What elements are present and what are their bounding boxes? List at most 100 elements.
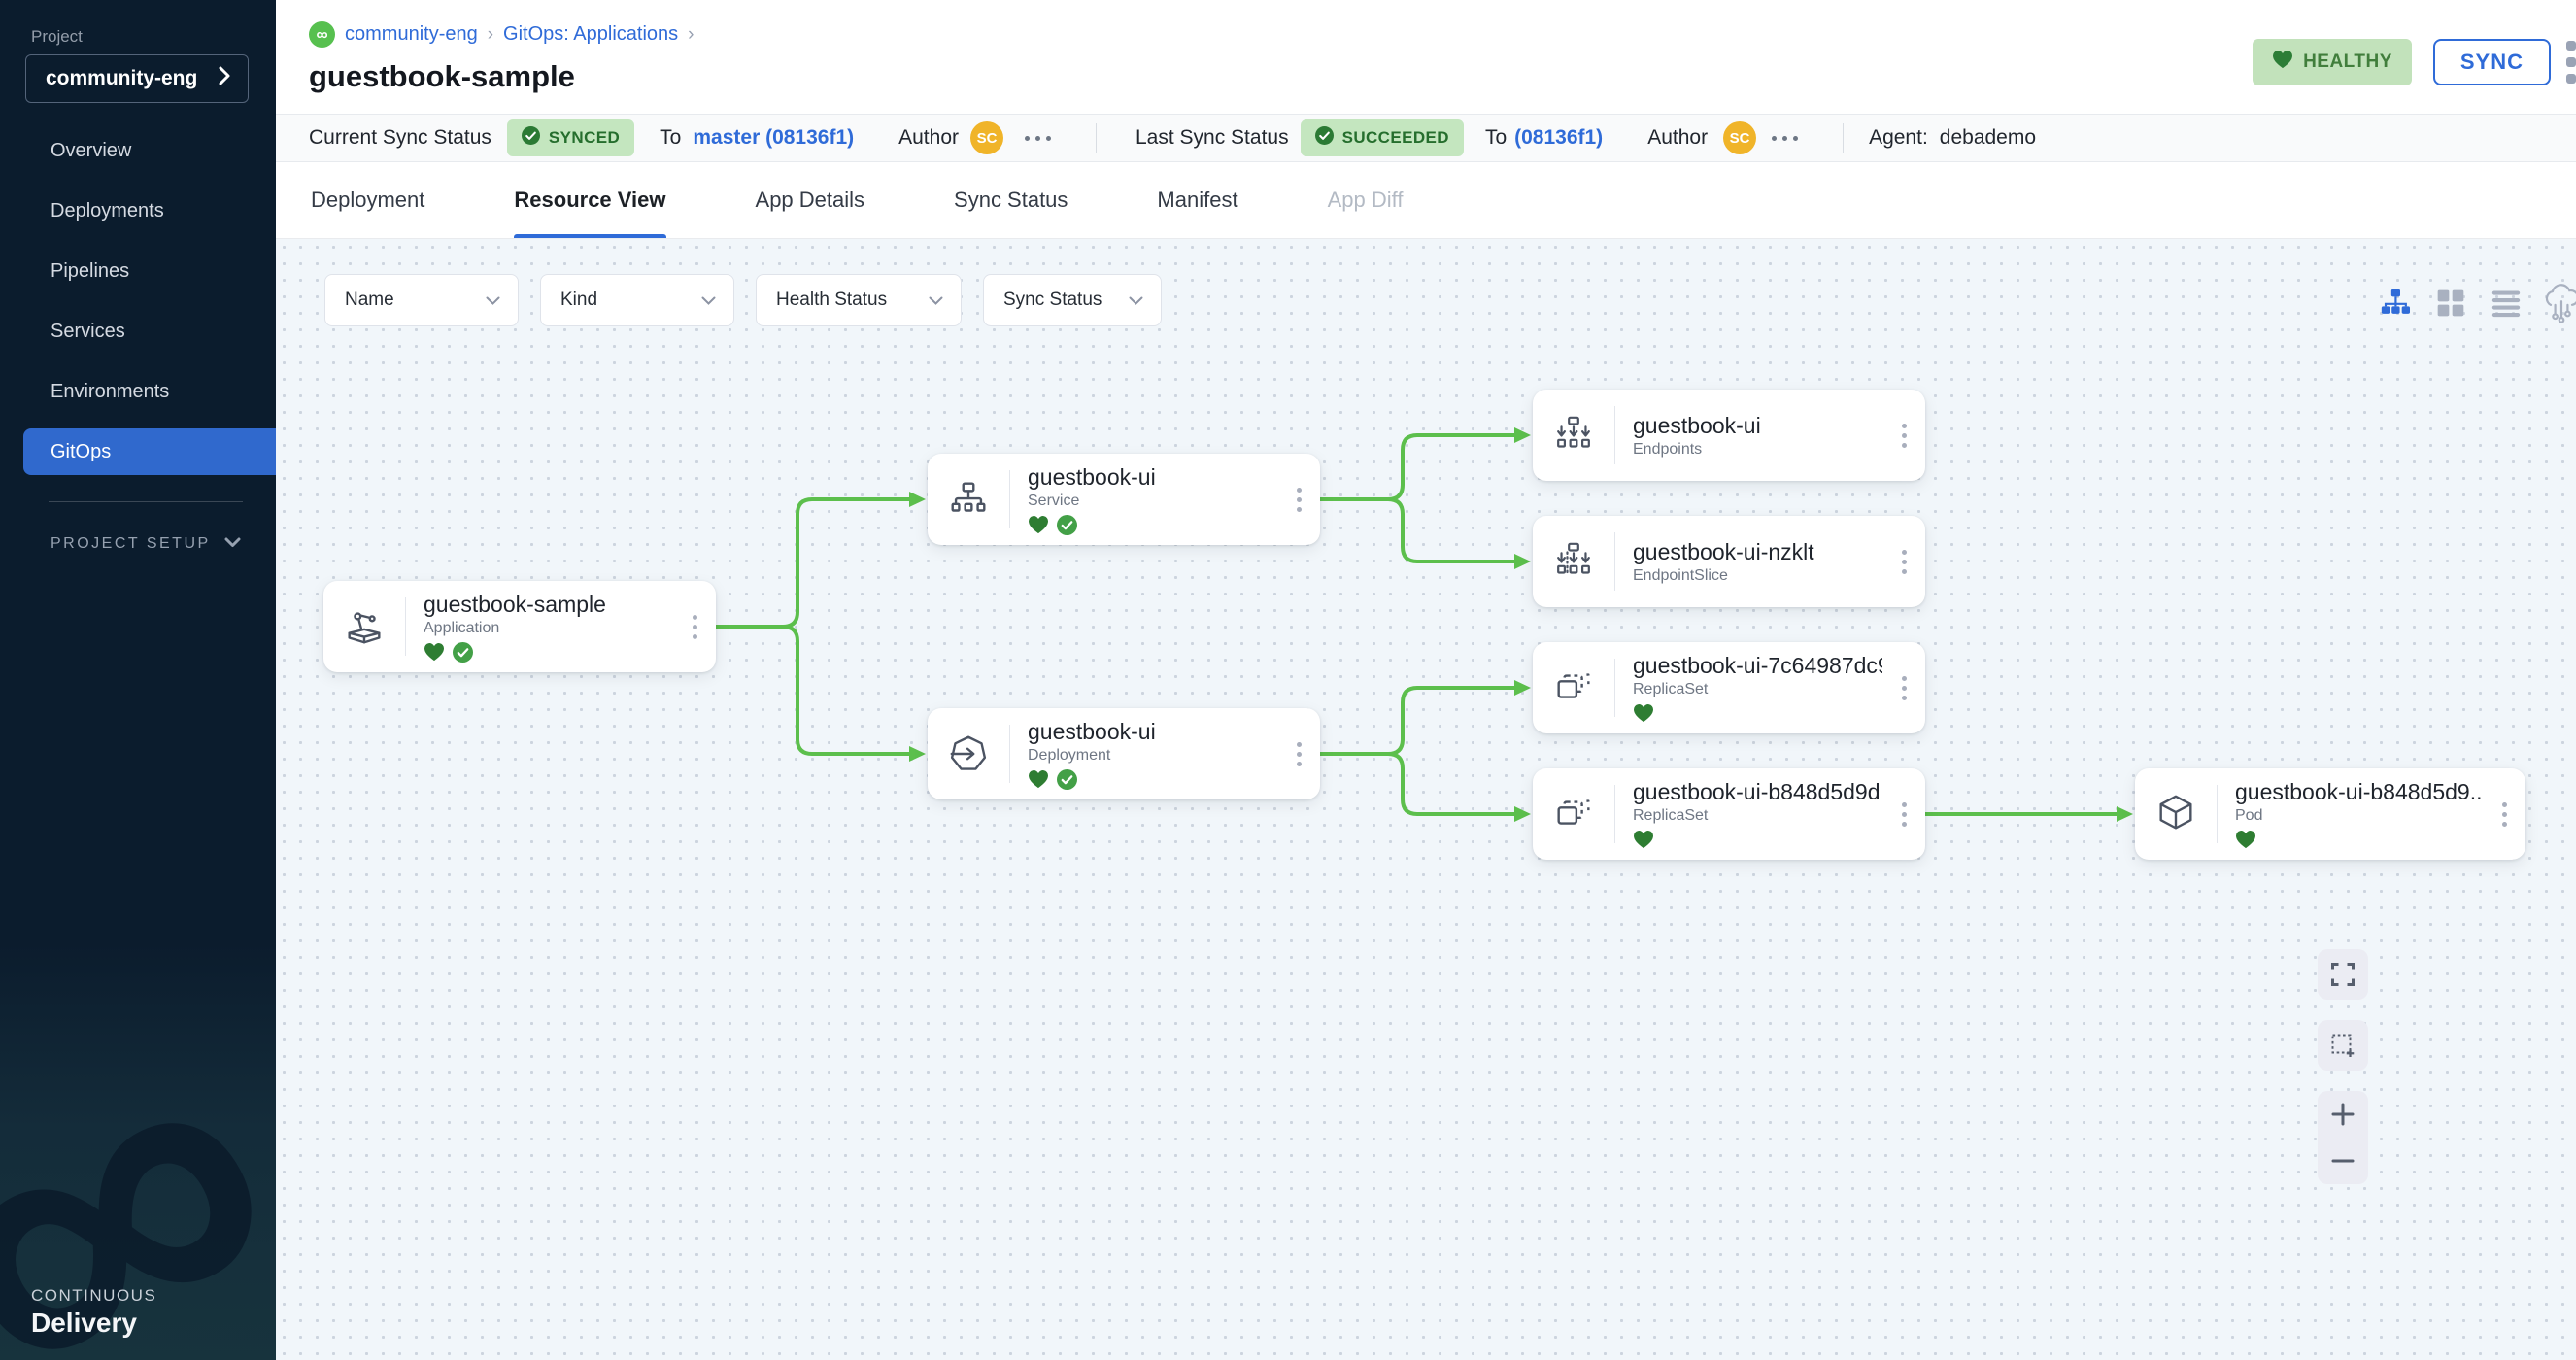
filter-health-status-label: Health Status bbox=[776, 289, 887, 311]
replicaset-icon bbox=[1533, 665, 1614, 710]
node-name: guestbook-ui-7c64987dc9 bbox=[1633, 653, 1882, 678]
fullscreen-button[interactable] bbox=[2318, 949, 2368, 1000]
header-actions: HEALTHY SYNC bbox=[2253, 39, 2551, 85]
sidebar-nav: Overview Deployments Pipelines Services … bbox=[0, 120, 276, 482]
succeeded-badge-label: SUCCEEDED bbox=[1342, 128, 1449, 148]
pod-icon bbox=[2135, 792, 2217, 836]
page-title: guestbook-sample bbox=[309, 59, 2576, 94]
current-sync-status-label: Current Sync Status bbox=[309, 126, 491, 150]
healthy-heart-icon bbox=[1028, 515, 1049, 534]
project-setup-toggle[interactable]: PROJECT SETUP bbox=[51, 525, 241, 563]
current-revision-link[interactable]: master (08136f1) bbox=[693, 126, 854, 150]
node-replicaset-1[interactable]: guestbook-ui-7c64987dc9 ReplicaSet bbox=[1533, 642, 1925, 733]
sidebar: Project community-eng Overview Deploymen… bbox=[0, 0, 276, 1360]
node-menu-icon[interactable] bbox=[1277, 488, 1320, 512]
healthy-heart-icon bbox=[2235, 830, 2256, 849]
chevron-down-icon bbox=[1129, 289, 1143, 311]
grid-view-icon[interactable] bbox=[2429, 282, 2472, 324]
node-body: guestbook-ui-b848d5d9d ReplicaSet bbox=[1615, 779, 1882, 849]
node-name: guestbook-ui bbox=[1028, 719, 1277, 744]
sidebar-item-overview[interactable]: Overview bbox=[0, 120, 276, 181]
node-endpoints[interactable]: guestbook-ui Endpoints bbox=[1533, 390, 1925, 481]
more-authors-icon[interactable] bbox=[1025, 136, 1051, 141]
synced-check-icon bbox=[1057, 769, 1077, 790]
filter-kind-dropdown[interactable]: Kind bbox=[540, 274, 734, 326]
node-menu-icon[interactable] bbox=[2483, 802, 2525, 827]
sidebar-item-deployments[interactable]: Deployments bbox=[0, 181, 276, 241]
filter-name-dropdown[interactable]: Name bbox=[324, 274, 519, 326]
project-selector[interactable]: community-eng bbox=[25, 54, 249, 103]
filter-name-label: Name bbox=[345, 289, 394, 311]
node-body: guestbook-sample Application bbox=[406, 592, 673, 662]
more-authors-icon[interactable] bbox=[1772, 136, 1798, 141]
sidebar-divider bbox=[49, 501, 243, 502]
list-view-icon[interactable] bbox=[2485, 282, 2527, 324]
synced-badge-label: SYNCED bbox=[549, 128, 620, 148]
breadcrumb-project-link[interactable]: community-eng bbox=[345, 23, 478, 46]
last-sync-status-label: Last Sync Status bbox=[1135, 126, 1289, 150]
tab-manifest[interactable]: Manifest bbox=[1157, 162, 1237, 238]
node-menu-icon[interactable] bbox=[1882, 676, 1925, 700]
sync-button[interactable]: SYNC bbox=[2433, 39, 2551, 85]
breadcrumb: ∞ community-eng › GitOps: Applications › bbox=[309, 21, 2576, 48]
node-kind: Deployment bbox=[1028, 747, 1277, 765]
health-status-badge: HEALTHY bbox=[2253, 39, 2412, 85]
node-menu-icon[interactable] bbox=[1277, 742, 1320, 766]
project-setup-label: PROJECT SETUP bbox=[51, 535, 211, 553]
node-menu-icon[interactable] bbox=[1882, 802, 1925, 827]
node-status bbox=[2235, 830, 2483, 849]
breadcrumb-separator: › bbox=[688, 24, 694, 46]
node-replicaset-2[interactable]: guestbook-ui-b848d5d9d ReplicaSet bbox=[1533, 768, 1925, 860]
tab-deployment[interactable]: Deployment bbox=[311, 162, 424, 238]
sidebar-item-environments[interactable]: Environments bbox=[0, 361, 276, 422]
node-deployment[interactable]: guestbook-ui Deployment bbox=[928, 708, 1320, 799]
node-body: guestbook-ui Deployment bbox=[1010, 719, 1277, 789]
selection-button[interactable] bbox=[2318, 1020, 2368, 1071]
node-service[interactable]: guestbook-ui Service bbox=[928, 454, 1320, 545]
node-status bbox=[424, 642, 673, 662]
author-avatar[interactable]: SC bbox=[970, 121, 1003, 154]
node-endpointslice[interactable]: guestbook-ui-nzklt EndpointSlice bbox=[1533, 516, 1925, 607]
synced-check-icon bbox=[453, 642, 473, 663]
filter-sync-status-dropdown[interactable]: Sync Status bbox=[983, 274, 1162, 326]
filter-health-status-dropdown[interactable]: Health Status bbox=[756, 274, 962, 326]
module-brand: CONTINUOUS Delivery bbox=[31, 1286, 156, 1339]
node-pod[interactable]: guestbook-ui-b848d5d9... Pod bbox=[2135, 768, 2525, 860]
divider bbox=[1096, 123, 1097, 153]
sidebar-item-gitops[interactable]: GitOps bbox=[23, 428, 276, 475]
sidebar-item-services[interactable]: Services bbox=[0, 301, 276, 361]
node-kind: Pod bbox=[2235, 807, 2483, 825]
breadcrumb-applications-link[interactable]: GitOps: Applications bbox=[503, 23, 678, 46]
author-avatar[interactable]: SC bbox=[1723, 121, 1756, 154]
chevron-down-icon bbox=[929, 289, 943, 311]
tab-sync-status[interactable]: Sync Status bbox=[954, 162, 1068, 238]
last-revision-link[interactable]: (08136f1) bbox=[1514, 126, 1603, 150]
node-body: guestbook-ui-b848d5d9... Pod bbox=[2218, 779, 2483, 849]
node-application[interactable]: guestbook-sample Application bbox=[323, 581, 716, 672]
sidebar-item-pipelines[interactable]: Pipelines bbox=[0, 241, 276, 301]
last-to-label: To bbox=[1485, 126, 1507, 150]
tab-app-details[interactable]: App Details bbox=[756, 162, 865, 238]
healthy-heart-icon bbox=[1633, 703, 1654, 723]
node-menu-icon[interactable] bbox=[673, 615, 716, 639]
zoom-out-button[interactable] bbox=[2318, 1138, 2368, 1184]
divider bbox=[1843, 123, 1844, 153]
filter-sync-status-label: Sync Status bbox=[1003, 289, 1102, 311]
zoom-in-button[interactable] bbox=[2318, 1091, 2368, 1138]
chevron-down-icon bbox=[701, 289, 716, 311]
resource-tree-canvas: Name Kind Health Status Sync Status bbox=[276, 239, 2576, 1360]
kebab-menu-icon[interactable] bbox=[2566, 41, 2576, 84]
tree-view-icon[interactable] bbox=[2374, 282, 2417, 324]
node-kind: ReplicaSet bbox=[1633, 681, 1882, 698]
node-name: guestbook-ui bbox=[1028, 464, 1277, 490]
cluster-view-icon[interactable] bbox=[2540, 282, 2576, 324]
tab-resource-view[interactable]: Resource View bbox=[514, 162, 665, 238]
current-to-label: To bbox=[660, 126, 681, 150]
node-menu-icon[interactable] bbox=[1882, 550, 1925, 574]
node-name: guestbook-ui-b848d5d9... bbox=[2235, 779, 2483, 804]
tab-app-diff: App Diff bbox=[1328, 162, 1404, 238]
node-body: guestbook-ui-7c64987dc9 ReplicaSet bbox=[1615, 653, 1882, 723]
node-name: guestbook-ui-b848d5d9d bbox=[1633, 779, 1882, 804]
fullscreen-icon bbox=[2328, 960, 2357, 989]
node-menu-icon[interactable] bbox=[1882, 424, 1925, 448]
